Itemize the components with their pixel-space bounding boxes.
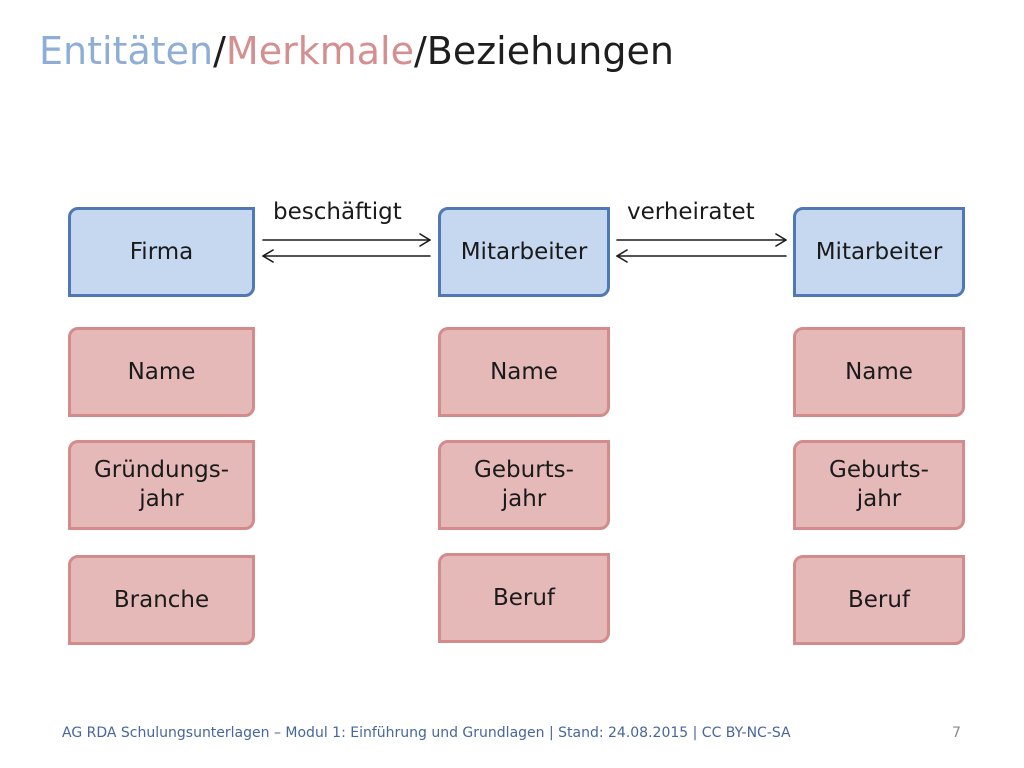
- attribute-name: Name: [68, 327, 255, 417]
- arrowhead: [775, 233, 787, 247]
- title-separator: /: [213, 29, 226, 73]
- entity-mitarbeiter: Mitarbeiter: [438, 207, 610, 297]
- relation-label-employs: beschäftigt: [273, 199, 402, 225]
- page-number: 7: [952, 725, 961, 741]
- attribute-name: Name: [438, 327, 610, 417]
- attribute-occupation: Beruf: [438, 553, 610, 643]
- attribute-birth-year: Geburts- jahr: [793, 440, 965, 530]
- arrowhead: [419, 233, 431, 247]
- entity-mitarbeiter-spouse: Mitarbeiter: [793, 207, 965, 297]
- title-separator: /: [413, 29, 427, 73]
- attribute-birth-year-label: Geburts- jahr: [474, 457, 574, 512]
- title-entities: Entitäten: [39, 29, 214, 73]
- attribute-name: Name: [793, 327, 965, 417]
- title-relations: Beziehungen: [426, 29, 674, 73]
- title-attributes: Merkmale: [225, 29, 414, 73]
- arrowhead: [262, 249, 274, 263]
- attribute-occupation: Beruf: [793, 555, 965, 645]
- attribute-founding-year: Gründungs- jahr: [68, 440, 255, 530]
- relation-label-married: verheiratet: [627, 199, 755, 225]
- attribute-birth-year: Geburts- jahr: [438, 440, 610, 530]
- footer-text: AG RDA Schulungsunterlagen – Modul 1: Ei…: [62, 725, 791, 741]
- arrowhead: [616, 249, 628, 263]
- attribute-founding-year-label: Gründungs- jahr: [93, 457, 230, 512]
- slide-title: Entitäten/Merkmale/Beziehungen: [39, 26, 674, 76]
- attribute-birth-year-label: Geburts- jahr: [829, 457, 929, 512]
- entity-firma: Firma: [68, 207, 255, 297]
- attribute-industry: Branche: [68, 555, 255, 645]
